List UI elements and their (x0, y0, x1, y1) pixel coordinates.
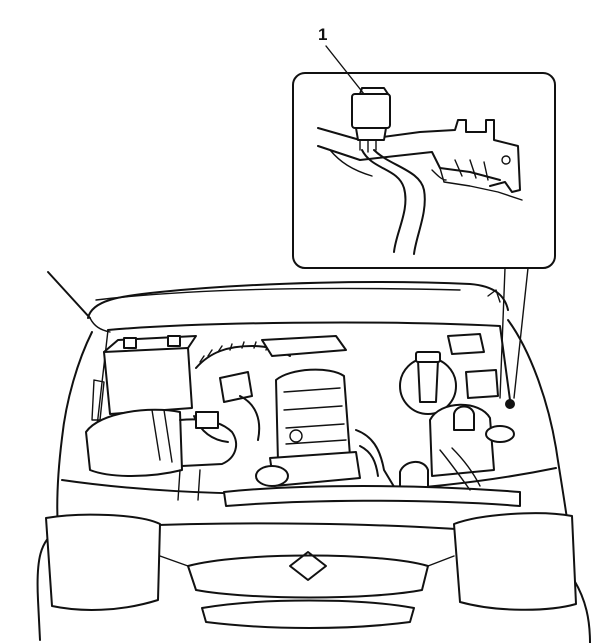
hood-latch (487, 289, 501, 303)
left-headlight (45, 513, 161, 611)
fan-shroud-edge (177, 469, 201, 501)
oil-cap (289, 429, 303, 443)
battery-terminal-neg (167, 335, 181, 347)
relay-pins (359, 139, 377, 153)
emblem (289, 551, 327, 581)
brake-fluid-cap (415, 351, 441, 363)
radiator-cap (255, 465, 289, 487)
grille-edges (159, 555, 455, 567)
relay-block (465, 369, 499, 399)
reservoir-neck (453, 405, 475, 431)
callout-1-label: 1 (318, 25, 327, 44)
sensor-box (195, 411, 219, 429)
inset-pointer (499, 267, 529, 399)
engine-bay (85, 321, 521, 507)
hood-crease (95, 287, 461, 301)
hood-edge (87, 281, 509, 319)
callout-1-leader (325, 45, 365, 95)
relay-location-dot (505, 399, 515, 409)
lower-intake (201, 599, 415, 629)
inset-rail-edge (439, 167, 523, 201)
inset-harness-3 (329, 149, 373, 177)
battery-top (103, 335, 197, 353)
inset-harness-clip (431, 169, 447, 181)
inset-harness-1 (361, 149, 407, 253)
left-fender (56, 331, 93, 531)
right-headlight (453, 512, 577, 611)
hood-corner (89, 317, 111, 333)
air-cleaner-clips (151, 409, 173, 463)
battery (103, 347, 193, 415)
coolant-cap (485, 425, 515, 443)
cam-cover-ribs (283, 387, 347, 445)
fuse-box (261, 335, 347, 357)
inset-bolt-hole (501, 155, 511, 165)
inset-frame (292, 72, 556, 269)
cam-cover (275, 368, 351, 463)
radiator-support (223, 485, 521, 507)
right-bumper-side (573, 579, 591, 643)
hood-left-strut (47, 271, 91, 319)
vehicle-body (36, 319, 591, 643)
hose-1 (239, 395, 261, 441)
grille (187, 554, 429, 599)
upper-radiator-hose (355, 429, 397, 491)
inset-harness-2 (373, 149, 426, 255)
cowl (107, 321, 511, 401)
throttle-body (219, 371, 253, 403)
inset-rail-ribs (454, 159, 489, 181)
detail-inset (292, 72, 556, 269)
air-cleaner (85, 408, 183, 477)
inset-bracket (317, 119, 521, 193)
battery-terminal-pos (123, 337, 137, 349)
upper-radiator-hose-inner (359, 445, 379, 477)
relay-body (351, 93, 391, 129)
right-harness (439, 447, 481, 491)
master-cylinder (417, 359, 439, 403)
relay-base (355, 127, 387, 141)
ecu-box (447, 333, 485, 355)
